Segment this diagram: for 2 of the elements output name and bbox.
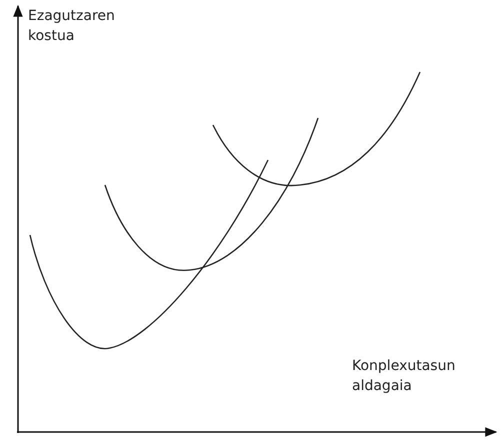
y-axis-label: Ezagutzaren kostua	[28, 7, 116, 46]
x-axis-label: Konplexutasun aldagaia	[352, 357, 456, 396]
